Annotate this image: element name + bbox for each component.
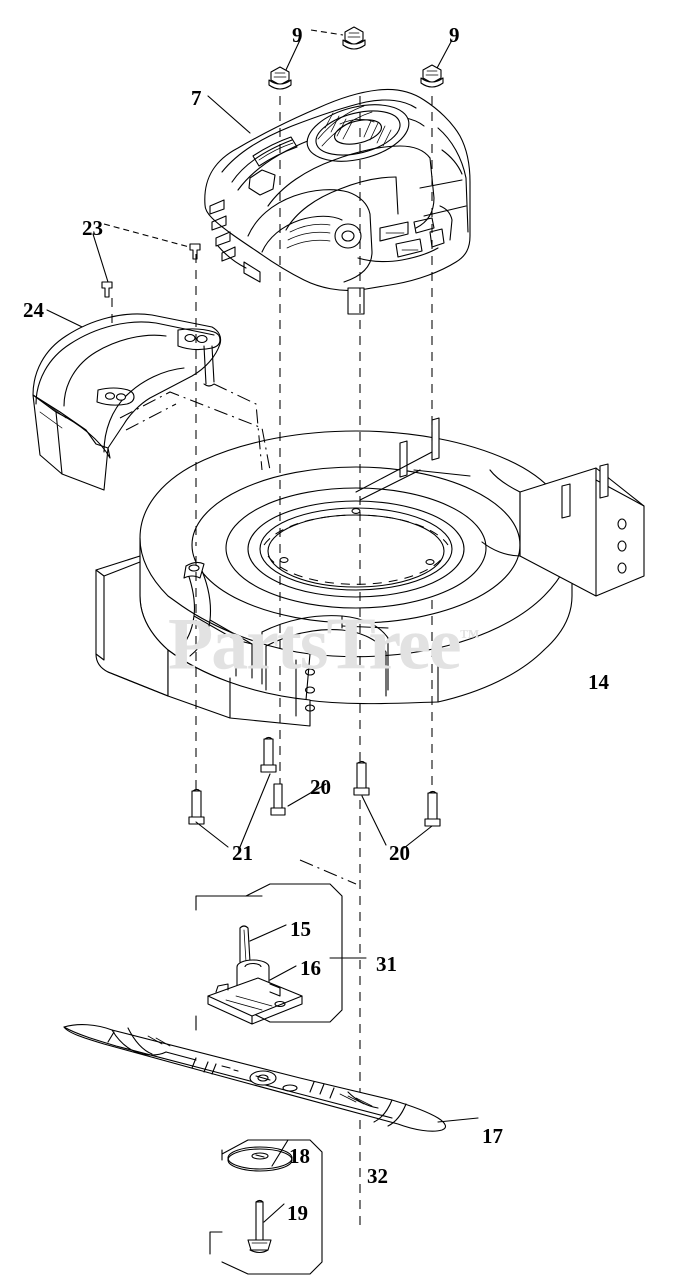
callout-9-right[interactable]: 9 [449, 23, 460, 47]
flange-nut-top [342, 26, 366, 50]
leader-lines-kit31 [249, 924, 297, 981]
bolt-20a [270, 783, 286, 816]
watermark-trademark: ™ [459, 626, 480, 648]
callout-16-adapter[interactable]: 16 [300, 956, 321, 980]
flange-nut-right [420, 64, 444, 88]
callout-15-key[interactable]: 15 [290, 917, 311, 941]
bolt-20b [353, 760, 370, 796]
blade-bolt [247, 1199, 272, 1254]
callout-9-top[interactable]: 9 [292, 23, 303, 47]
callout-24-belt-cover[interactable]: 24 [23, 298, 44, 322]
leader-lines-bolts [195, 773, 433, 849]
callout-23-screw[interactable]: 23 [82, 216, 103, 240]
flange-nut-left [268, 66, 292, 90]
leader-lines-bottom [263, 1117, 479, 1223]
bolt-20c [424, 790, 441, 827]
callout-17-blade[interactable]: 17 [482, 1124, 503, 1148]
mulching-blade [63, 1024, 447, 1132]
watermark: PartsTree™ [168, 597, 528, 685]
blade-adapter [207, 959, 303, 1025]
callout-32-kit[interactable]: 32 [367, 1164, 388, 1188]
kit-31-bracket [195, 883, 367, 1031]
watermark-text: PartsTree [168, 603, 462, 686]
bolt-21b [260, 736, 277, 773]
callout-19-bolt[interactable]: 19 [287, 1201, 308, 1225]
callout-7-engine[interactable]: 7 [191, 86, 202, 110]
mower-deck [95, 417, 645, 727]
callout-20-mid[interactable]: 20 [310, 775, 331, 799]
bolt-21a [188, 788, 205, 825]
woodruff-key [239, 925, 251, 965]
screw-upper [189, 243, 201, 260]
engine-assembly [204, 88, 471, 315]
assembly-axis-lines [111, 96, 433, 1230]
callout-14-deck[interactable]: 14 [588, 670, 609, 694]
kit-32-bracket [209, 1139, 323, 1275]
screw-lower [101, 281, 113, 298]
callout-18-washer[interactable]: 18 [289, 1144, 310, 1168]
belt-cover [32, 313, 222, 491]
callout-21-bolt[interactable]: 21 [232, 841, 253, 865]
callout-31-kit[interactable]: 31 [376, 952, 397, 976]
blade-washer [227, 1146, 293, 1172]
callout-20-right[interactable]: 20 [389, 841, 410, 865]
